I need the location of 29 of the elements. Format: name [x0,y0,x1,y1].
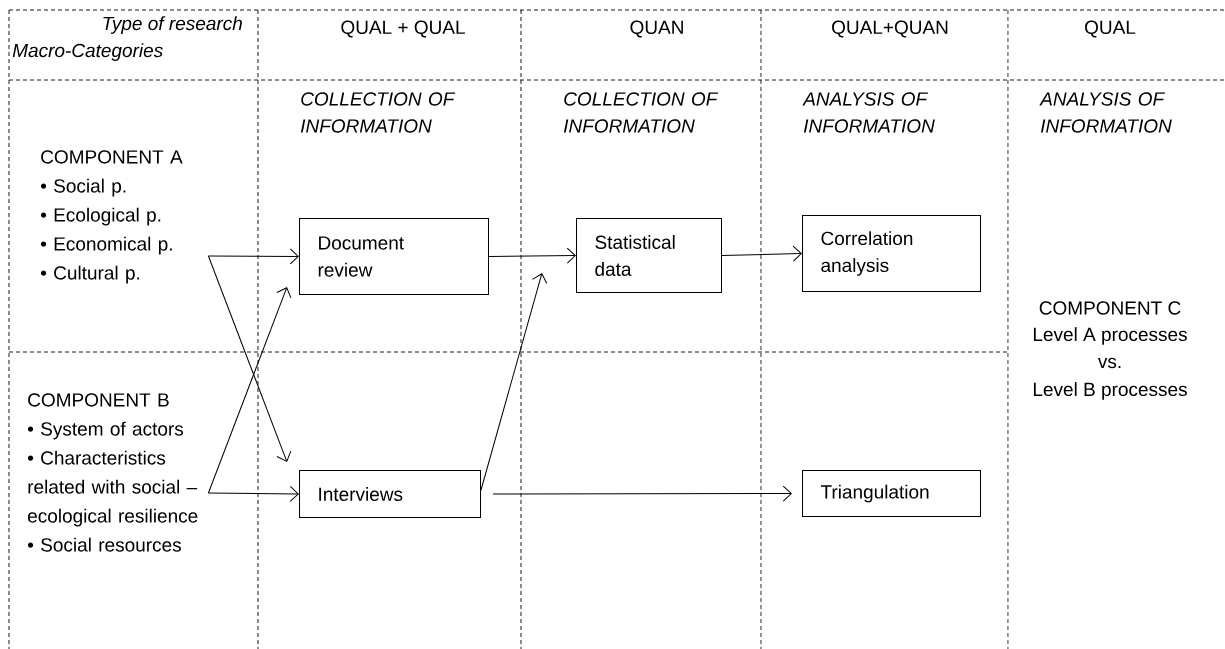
arrow [488,247,576,264]
component-list: COMPONENT A • Social p. • Ecological p. • Economical p. • Cultural p. [40,150,183,284]
component-text: vs. [1097,357,1121,369]
process-box: Triangulation [802,470,981,517]
arrow [207,287,292,494]
arrow [207,255,292,462]
column-heading: Type of research [103,16,242,34]
component-text: Level A processes [1033,327,1187,345]
column-heading: QUAN [630,20,683,38]
process-box: Correlation analysis [802,215,981,292]
component-text: COMPONENT C [1039,301,1181,315]
arrow [207,485,299,502]
stage-heading: ANALYSIS OF INFORMATION [1039,92,1172,133]
column-heading: Macro-Categories [12,43,163,61]
column-heading: QUAL+QUAN [832,20,948,38]
column-heading: QUAL + QUAL [341,20,465,38]
process-box: Interviews [299,470,481,518]
component-list: COMPONENT B • System of actors • Characteristics related with social – ecological resilience • Social resources [27,393,198,552]
arrow [207,248,299,265]
arrow [492,485,792,502]
arrow [721,245,802,262]
component-text: Level B processes [1033,382,1187,400]
stage-heading: ANALYSIS OF INFORMATION [802,92,935,133]
column-heading: QUAL [1085,20,1136,38]
process-box: Statistical data [576,218,722,293]
stage-heading: COLLECTION OF INFORMATION [563,92,719,133]
arrow [480,273,548,491]
process-box: Document review [299,218,489,295]
stage-heading: COLLECTION OF INFORMATION [300,92,456,133]
